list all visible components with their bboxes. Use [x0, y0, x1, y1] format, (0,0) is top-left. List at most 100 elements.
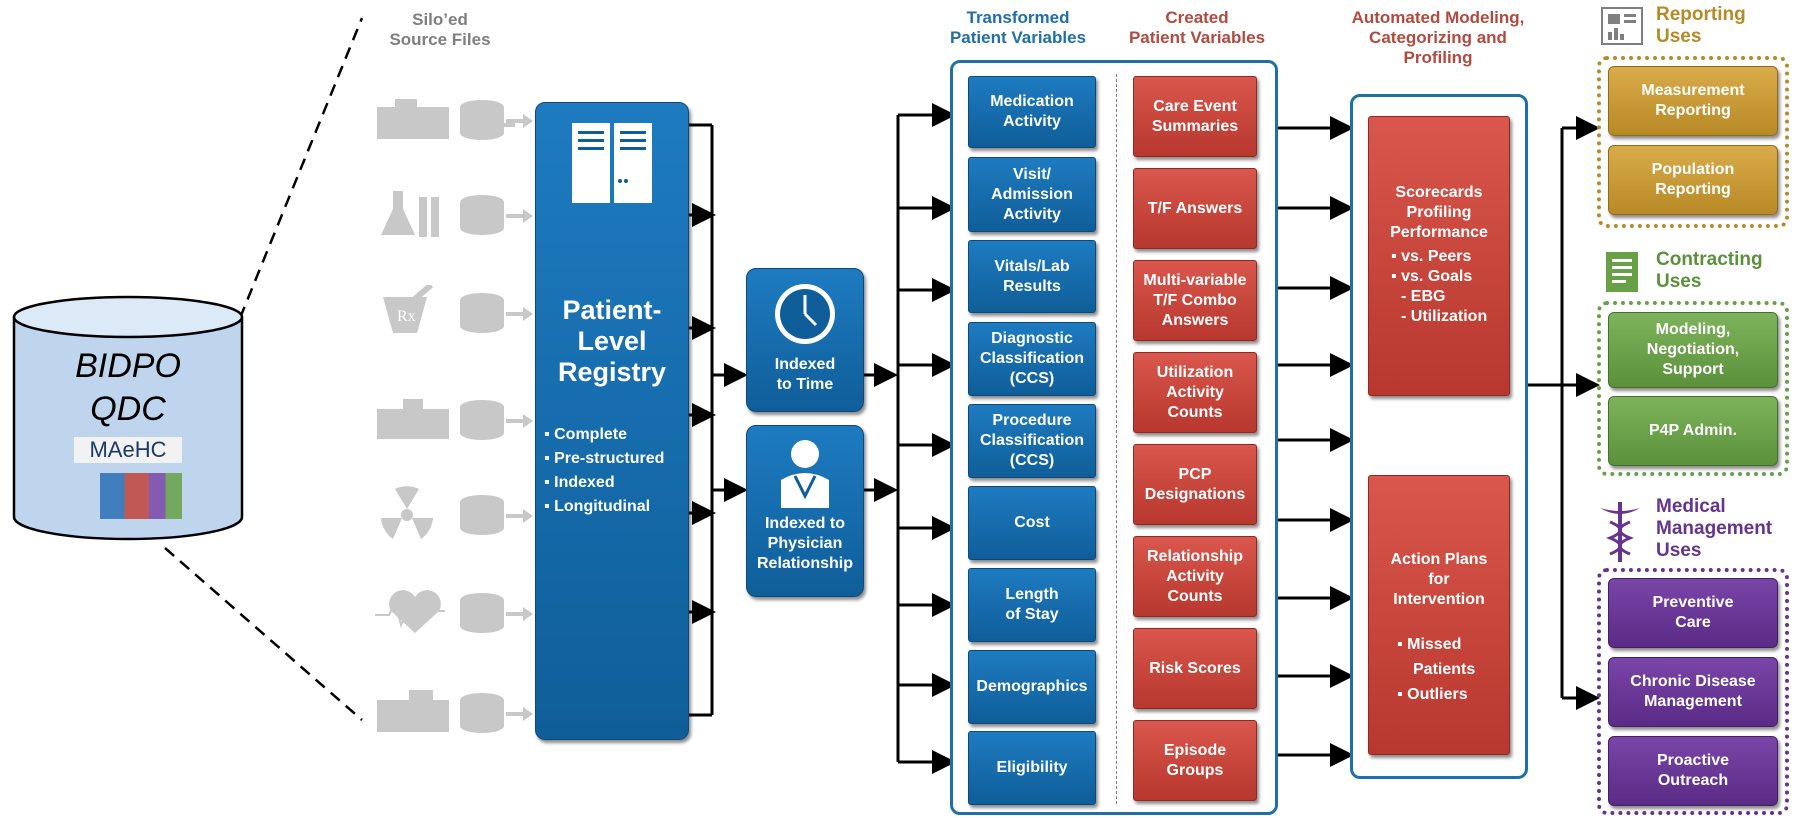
- item-line: Measurement: [1641, 82, 1745, 99]
- scorecards-bullet: ▪ vs. Goals: [1391, 268, 1473, 285]
- contracting-uses-group: [1597, 301, 1789, 476]
- item-line: Management: [1644, 693, 1742, 710]
- item-line: Classification: [979, 432, 1085, 449]
- database-title-line2: QDC: [90, 390, 166, 428]
- item-line: Preventive: [1652, 594, 1734, 611]
- item-line: Activity: [1003, 113, 1061, 130]
- scorecards-sub: - EBG: [1401, 288, 1446, 305]
- sources-header: Silo’ed Source Files: [375, 10, 505, 50]
- sources-header-line1: Silo’ed: [412, 10, 468, 29]
- transformed-header-line1: Transformed: [966, 8, 1070, 27]
- created-tf-answers: T/F Answers: [1133, 168, 1257, 249]
- action-bullet-cont: Patients: [1413, 661, 1476, 678]
- registry-title-line1: Patient-: [562, 295, 662, 325]
- clock-icon: [775, 284, 835, 344]
- item-line: Utilization: [1156, 363, 1234, 381]
- source-facility-row: [375, 688, 535, 743]
- item-line: Classification: [979, 350, 1085, 367]
- source-clinic-row: [375, 395, 535, 455]
- item-line: T/F Combo: [1153, 291, 1237, 309]
- item-line: (CCS): [1009, 370, 1055, 387]
- hospital-building-icon: [377, 99, 533, 140]
- patient-level-registry: Patient- Level Registry Complete Pre-str…: [535, 102, 689, 740]
- physician-icon: [781, 440, 829, 508]
- scorecards-line: Scorecards: [1395, 184, 1483, 201]
- item-line: Medication: [990, 93, 1074, 110]
- scorecards-line: Profiling: [1406, 204, 1472, 221]
- item-line: Demographics: [976, 678, 1088, 695]
- contracting-title-line1: Contracting: [1656, 249, 1763, 270]
- item-line: Admission: [991, 185, 1073, 203]
- scorecards-sub: - Utilization: [1401, 308, 1488, 325]
- registry-title-line2: Level: [577, 326, 647, 356]
- created-risk-scores: Risk Scores: [1133, 628, 1257, 709]
- transformed-cost: Cost: [968, 486, 1096, 560]
- database-title-line1: BIDPO: [75, 347, 181, 385]
- registry-bullet: Complete: [544, 423, 664, 447]
- transformed-length-of-stay: Length of Stay: [968, 568, 1096, 642]
- item-line: Multi-variable: [1143, 271, 1247, 289]
- action-bullet: ▪ Missed: [1397, 636, 1462, 653]
- indexed-to-physician-label: Indexed to Physician Relationship: [747, 514, 863, 574]
- item-line: Reporting: [1655, 181, 1731, 198]
- indexed-to-time-label: Indexed to Time: [747, 355, 863, 395]
- item-line: Groups: [1166, 761, 1224, 779]
- item-line: Chronic Disease: [1630, 673, 1756, 690]
- item-line: Activity: [1166, 383, 1224, 401]
- item-line: Length: [1005, 586, 1059, 603]
- contract-doc-icon: [1606, 252, 1638, 292]
- item-line: Outreach: [1657, 772, 1729, 789]
- panel-divider: [1116, 74, 1117, 804]
- item-line: Counts: [1167, 587, 1223, 605]
- transformed-demographics: Demographics: [968, 650, 1096, 724]
- source-radiology-row: [375, 485, 535, 550]
- medical-title-line3: Uses: [1656, 540, 1702, 561]
- item-line: Visit/: [1013, 165, 1051, 183]
- item-line: Vitals/Lab: [994, 257, 1070, 275]
- automated-header-line1: Automated Modeling,: [1351, 8, 1525, 27]
- mini-diagram-thumbnail: [100, 473, 182, 519]
- maehc-logo: MAeHC: [74, 437, 182, 463]
- source-hospital-row: [375, 95, 535, 150]
- medical-uses-title: Medical Management Uses: [1656, 496, 1772, 562]
- registry-bullet: Longitudinal: [544, 495, 664, 519]
- sources-header-line2: Source Files: [389, 30, 491, 49]
- automated-header-line3: Profiling: [1403, 48, 1473, 67]
- p4p-admin-box: P4P Admin.: [1608, 396, 1778, 466]
- automated-header: Automated Modeling, Categorizing and Pro…: [1330, 8, 1546, 68]
- automated-header-line2: Categorizing and: [1369, 28, 1507, 47]
- source-files-column: Rx: [375, 95, 535, 735]
- item-line: Risk Scores: [1149, 659, 1241, 677]
- item-line: Episode: [1163, 741, 1227, 759]
- svg-text:Rx: Rx: [397, 308, 416, 325]
- mortar-pestle-rx-icon: Rx: [383, 282, 533, 333]
- reporting-title-line1: Reporting: [1656, 4, 1746, 25]
- item-line: of Stay: [1005, 606, 1059, 623]
- physician-line2: Physician: [767, 535, 843, 552]
- item-line: Cost: [1014, 514, 1050, 531]
- clinic-building-icon: [377, 399, 533, 440]
- heart-ekg-icon: [375, 590, 533, 633]
- database-cylinder: BIDPO QDC MAeHC: [12, 295, 244, 545]
- source-pharmacy-row: Rx: [375, 282, 535, 345]
- item-line: PCP: [1178, 465, 1212, 483]
- item-line: Diagnostic: [991, 330, 1073, 347]
- medical-title-line1: Medical: [1656, 496, 1726, 517]
- contracting-uses-title: Contracting Uses: [1656, 249, 1763, 293]
- item-line: P4P Admin.: [1648, 422, 1738, 439]
- item-line: Care Event: [1153, 97, 1237, 115]
- source-cardiology-row: [375, 585, 535, 645]
- physician-line1: Indexed to: [764, 515, 845, 532]
- item-line: Population: [1651, 161, 1735, 178]
